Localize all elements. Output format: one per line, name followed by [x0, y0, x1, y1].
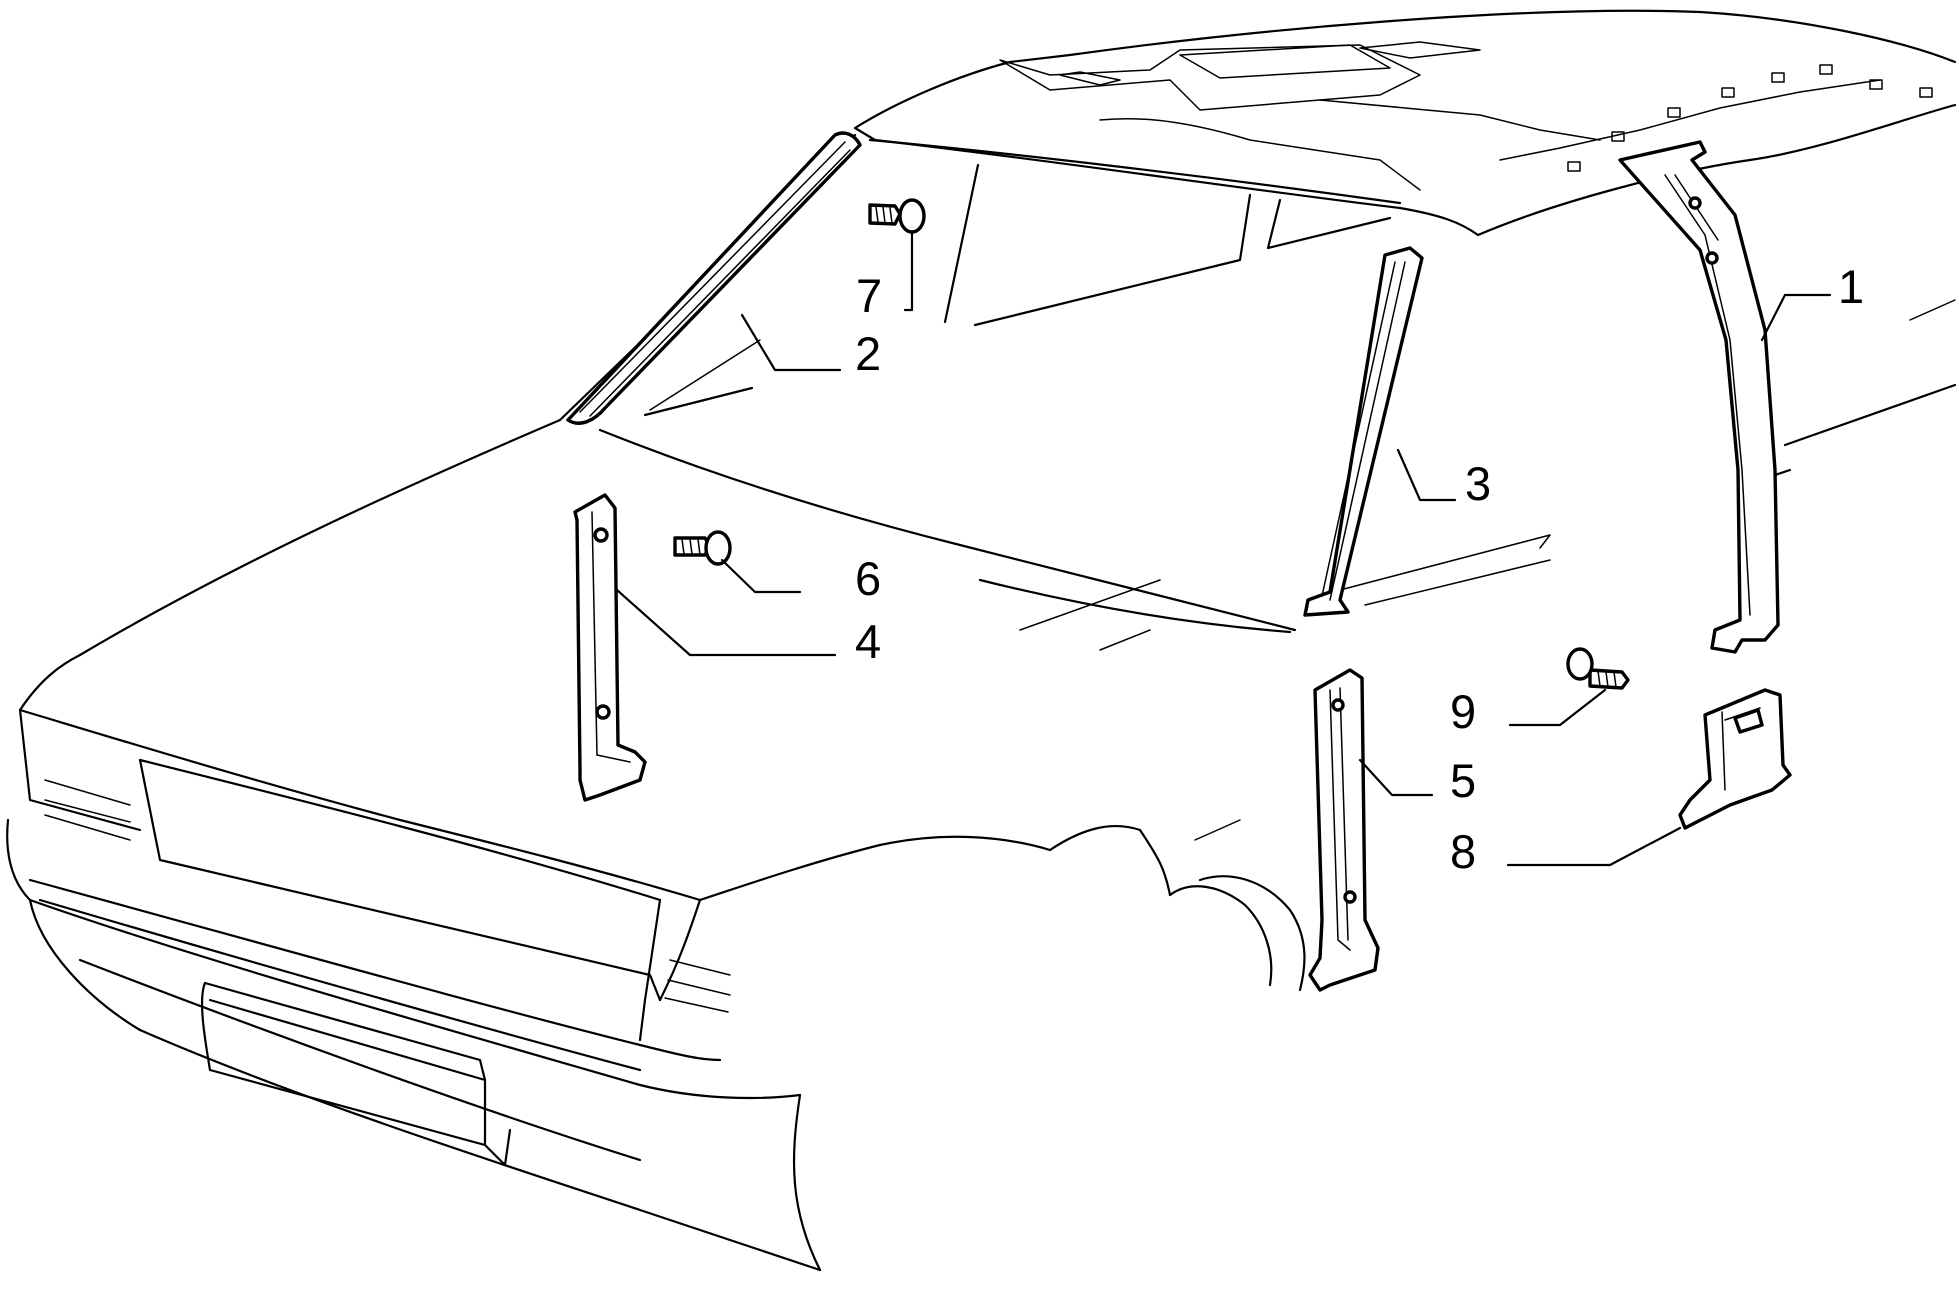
headlight-right — [638, 898, 662, 1042]
part-4-lower-a-pillar-panel — [573, 493, 647, 802]
callout-9: 9 — [1450, 685, 1476, 738]
part-7-screw — [868, 198, 926, 234]
leader-1 — [1760, 293, 1832, 342]
part-8-lower-b-pillar-trim — [1678, 688, 1792, 830]
leader-7 — [903, 230, 914, 312]
front-bumper — [6, 818, 802, 1100]
roof-panel — [853, 9, 1957, 130]
callout-4: 4 — [855, 615, 881, 668]
part-2-a-pillar-trim — [566, 131, 862, 425]
part-6-screw — [673, 530, 732, 566]
leader-9 — [1508, 688, 1607, 727]
callout-7: 7 — [856, 269, 882, 322]
callout-5: 5 — [1450, 754, 1476, 807]
callout-8: 8 — [1450, 825, 1476, 878]
hood — [78, 418, 562, 657]
grille — [138, 758, 662, 1002]
leader-2 — [740, 313, 842, 372]
leader-5 — [1358, 758, 1434, 797]
leader-6 — [720, 558, 802, 594]
callout-6: 6 — [855, 552, 881, 605]
callout-labels: 1 2 3 4 5 6 7 8 9 — [855, 260, 1864, 878]
license-plate — [200, 981, 487, 1147]
part-9-screw — [1566, 647, 1630, 690]
callout-2: 2 — [855, 327, 881, 380]
callout-3: 3 — [1465, 457, 1491, 510]
callout-1: 1 — [1838, 260, 1864, 313]
leader-3 — [1396, 448, 1457, 502]
leader-8 — [1506, 826, 1682, 867]
part-3-right-a-pillar-trim — [1303, 246, 1424, 617]
part-1-b-pillar-upper-trim — [1618, 140, 1780, 654]
part-5-lower-pillar-trim — [1308, 668, 1380, 992]
leader-4 — [615, 588, 837, 657]
callout-leaders — [615, 230, 1832, 867]
